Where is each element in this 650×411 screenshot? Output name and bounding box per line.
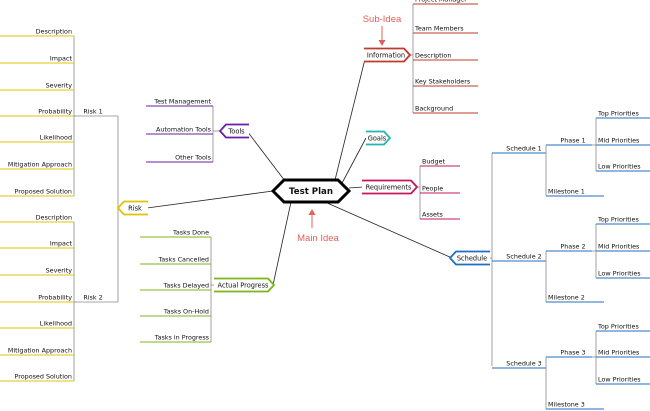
risk-1-impact[interactable]: Impact [50, 55, 73, 63]
connector-layer [0, 3, 650, 410]
sub-idea-arrow-head [378, 40, 386, 46]
phase-3-mid-priorities[interactable]: Mid Priorities [598, 349, 640, 357]
tools-item-test-management[interactable]: Test Management [153, 98, 211, 106]
risk-2-description[interactable]: Description [36, 214, 72, 222]
requirements-branch-shape [362, 179, 418, 195]
goals-branch-shape [366, 130, 391, 146]
phase-3-low-priorities[interactable]: Low Priorities [598, 376, 641, 384]
actual-progress-item-tasks-done[interactable]: Tasks Done [172, 229, 209, 237]
information-item-team-members[interactable]: Team Members [414, 25, 464, 33]
risk-2-likelihood[interactable]: Likelihood [40, 320, 72, 328]
risk-2-label[interactable]: Risk 2 [83, 294, 102, 302]
center-to-schedule [324, 201, 453, 259]
phase-1-top-priorities[interactable]: Top Priorities [597, 110, 639, 118]
phase-2-top-priorities[interactable]: Top Priorities [597, 216, 639, 224]
schedule-3-label[interactable]: Schedule 3 [506, 360, 541, 368]
actual-progress-item-tasks-on-hold[interactable]: Tasks On-Hold [163, 308, 209, 316]
risk-2-severity[interactable]: Severity [46, 267, 73, 275]
center-node-shape [270, 178, 352, 204]
center-to-tools [246, 130, 286, 182]
risk-2-impact[interactable]: Impact [50, 240, 73, 248]
risk-2-proposed-solution[interactable]: Proposed Solution [15, 373, 73, 381]
risk-branch[interactable]: Risk [128, 204, 142, 212]
risk-2-mitigation-approach[interactable]: Mitigation Approach [8, 347, 72, 355]
phase-2-low-priorities[interactable]: Low Priorities [598, 270, 641, 278]
requirements-branch[interactable]: Requirements [366, 183, 412, 191]
center-to-information [334, 54, 367, 181]
schedule-2-label[interactable]: Schedule 2 [506, 253, 541, 261]
main-idea-arrow-head [308, 209, 316, 215]
risk-1-description[interactable]: Description [36, 28, 72, 36]
information-branch-shape [364, 47, 411, 63]
main-idea-annotation: Main Idea [297, 233, 339, 244]
actual-progress-branch[interactable]: Actual Progress [218, 281, 269, 289]
requirements-item-budget[interactable]: Budget [422, 158, 445, 166]
center-to-risk [146, 190, 274, 209]
risk-1-label[interactable]: Risk 1 [83, 108, 102, 116]
risk-1-probability[interactable]: Probability [38, 108, 72, 116]
risk-1-mitigation-approach[interactable]: Mitigation Approach [8, 161, 72, 169]
milestone-3[interactable]: Milestone 3 [548, 401, 585, 409]
phase-1-mid-priorities[interactable]: Mid Priorities [598, 137, 640, 145]
milestone-2[interactable]: Milestone 2 [548, 294, 585, 302]
phase-3-top-priorities[interactable]: Top Priorities [597, 323, 639, 331]
risk-1-proposed-solution[interactable]: Proposed Solution [15, 188, 73, 196]
center-to-actual-progress [272, 201, 292, 286]
schedule-branch-shape [449, 250, 490, 266]
information-item-key-stakeholders[interactable]: Key Stakeholders [415, 78, 471, 86]
information-item-background[interactable]: Background [415, 105, 453, 113]
phase-2-label[interactable]: Phase 2 [560, 243, 585, 251]
actual-progress-item-tasks-delayed[interactable]: Tasks Delayed [163, 282, 209, 290]
phase-3-label[interactable]: Phase 3 [560, 349, 585, 357]
tools-branch-shape [219, 123, 249, 139]
sub-idea-annotation: Sub-Idea [363, 14, 402, 25]
risk-1-severity[interactable]: Severity [46, 82, 73, 90]
phase-2-mid-priorities[interactable]: Mid Priorities [598, 243, 640, 251]
tools-item-other-tools[interactable]: Other Tools [175, 154, 212, 162]
center-node[interactable]: Test Plan [289, 187, 333, 197]
node-shape-layer [117, 40, 490, 293]
requirements-item-assets[interactable]: Assets [422, 211, 443, 219]
actual-progress-branch-shape [214, 277, 275, 293]
goals-branch[interactable]: Goals [368, 134, 387, 142]
center-to-goals [340, 137, 367, 186]
center-to-requirements [348, 186, 364, 189]
risk-branch-shape [117, 200, 148, 216]
phase-1-low-priorities[interactable]: Low Priorities [598, 163, 641, 171]
actual-progress-item-tasks-in-progress[interactable]: Tasks in Progress [154, 334, 210, 342]
information-branch[interactable]: Information [367, 51, 405, 59]
tools-item-automation-tools[interactable]: Automation Tools [156, 126, 212, 134]
risk-1-likelihood[interactable]: Likelihood [40, 134, 72, 142]
information-item-description[interactable]: Description [415, 52, 451, 60]
risk-2-probability[interactable]: Probability [38, 294, 72, 302]
milestone-1[interactable]: Milestone 1 [548, 188, 585, 196]
phase-1-label[interactable]: Phase 1 [560, 137, 585, 145]
information-item-project-manager[interactable]: Project Manager [415, 0, 467, 4]
requirements-item-people[interactable]: People [422, 185, 443, 193]
schedule-branch[interactable]: Schedule [457, 254, 487, 262]
actual-progress-item-tasks-cancelled[interactable]: Tasks Cancelled [157, 256, 209, 264]
schedule-1-label[interactable]: Schedule 1 [506, 145, 541, 153]
tools-branch[interactable]: Tools [227, 127, 245, 135]
